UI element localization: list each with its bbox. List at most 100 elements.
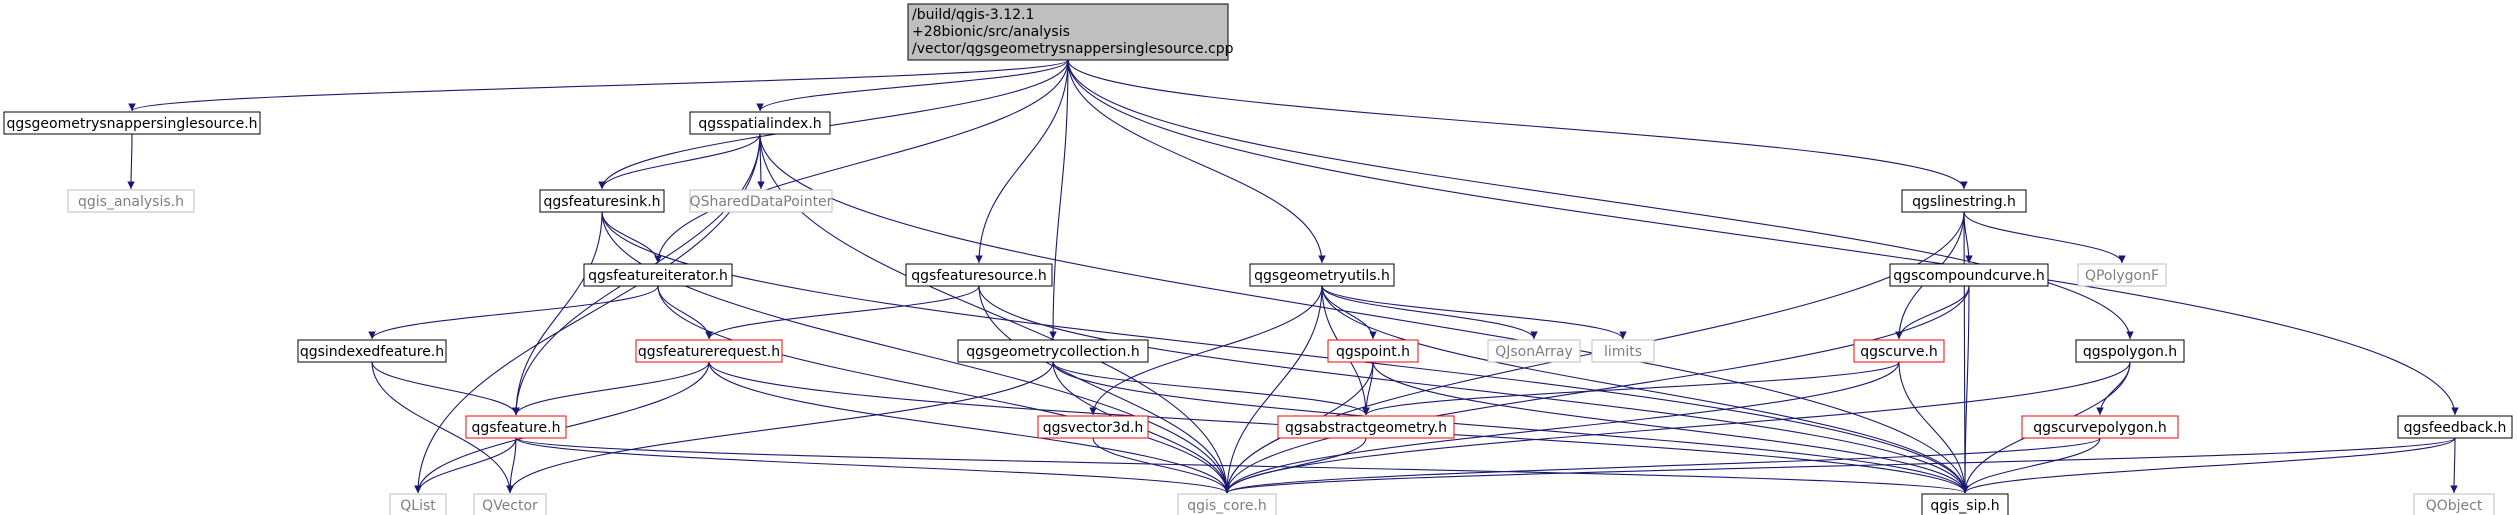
node-spatialindex[interactable]: qgsspatialindex.h (689, 111, 831, 135)
edge-featureiterator-to-featurerequest (657, 285, 713, 340)
node-label: qgscurve.h (1860, 344, 1938, 360)
edge-snapper_h-to-qgis_analysis (127, 133, 135, 190)
edge-compoundcurve-to-qgis_core (1223, 285, 1970, 494)
node-abstractgeometry[interactable]: qgsabstractgeometry.h (1277, 415, 1455, 439)
edge-qgspolygon-to-qgis_core (1223, 361, 2131, 494)
edge-spatialindex-to-qlist (414, 133, 761, 494)
node-label: qgsfeedback.h (2404, 420, 2507, 436)
edge-featuresource-to-qgis_core (978, 285, 1231, 494)
node-label: qgspoint.h (1336, 344, 1410, 360)
node-label: qgsspatialindex.h (698, 116, 821, 132)
node-box (1921, 493, 2009, 515)
node-limits: limits (1591, 339, 1655, 363)
edge-featuresource-to-featurerequest (705, 285, 980, 340)
node-featureiterator[interactable]: qgsfeatureiterator.h (583, 263, 733, 287)
edge-vector3d-to-qgis_core (1092, 437, 1231, 494)
edge-compoundcurve-to-qgscurve (1895, 285, 1970, 340)
node-box (2077, 263, 2167, 287)
edge-root-to-snapper_h (128, 59, 1069, 112)
root-file-label-line: /build/qgis-3.12.1 (912, 7, 1034, 23)
edge-featuresink-to-qgis_sip (601, 211, 1969, 494)
node-box (1037, 415, 1149, 439)
node-box (583, 263, 733, 287)
node-qgscurve[interactable]: qgscurve.h (1853, 339, 1945, 363)
node-indexedfeature[interactable]: qgsindexedfeature.h (297, 339, 447, 363)
edge-geometryutils-to-qgis_sip (1321, 285, 1969, 494)
node-label: QList (400, 498, 436, 514)
edge-featureiterator-to-qgis_core (657, 285, 1231, 494)
node-geometrycollection[interactable]: qgsgeometrycollection.h (957, 339, 1149, 363)
node-qgis_sip[interactable]: qgis_sip.h (1921, 493, 2009, 515)
node-featurerequest[interactable]: qgsfeaturerequest.h (635, 339, 783, 363)
node-feature[interactable]: qgsfeature.h (465, 415, 567, 439)
edge-linestring-to-qpolygonf (1963, 211, 2126, 264)
edge-feature-to-qgis_sip (515, 437, 1969, 494)
edge-curvepolygon-to-qgis_sip (1961, 437, 2101, 494)
edge-linestring-to-compoundcurve (1963, 211, 1973, 264)
node-box (1327, 339, 1419, 363)
edge-indexedfeature-to-feature (371, 361, 520, 416)
node-box (3, 111, 261, 135)
edge-feature-to-qlist (414, 437, 517, 494)
node-qlist: QList (389, 493, 447, 515)
node-label: qgscompoundcurve.h (1893, 268, 2045, 284)
node-qgis_core: qgis_core.h (1177, 493, 1277, 515)
node-box (1487, 339, 1581, 363)
node-box (473, 493, 547, 515)
node-geometryutils[interactable]: qgsgeometryutils.h (1249, 263, 1395, 287)
node-featuresink[interactable]: qgsfeaturesink.h (539, 189, 665, 213)
node-box (2075, 339, 2185, 363)
node-label: qgsfeature.h (472, 420, 561, 436)
node-label: qgsfeaturesink.h (543, 194, 660, 210)
edge-spatialindex-to-qgis_sip (759, 133, 1969, 494)
node-linestring[interactable]: qgslinestring.h (1901, 189, 2027, 213)
node-box (689, 189, 833, 213)
node-qgspoint[interactable]: qgspoint.h (1327, 339, 1419, 363)
node-qjsonarray: QJsonArray (1487, 339, 1581, 363)
node-qvector: QVector (473, 493, 547, 515)
node-curvepolygon[interactable]: qgscurvepolygon.h (2021, 415, 2179, 439)
edge-feature-to-qvector (506, 437, 517, 494)
node-label: QJsonArray (1495, 344, 1573, 360)
node-snapper_h[interactable]: qgsgeometrysnappersinglesource.h (3, 111, 261, 135)
node-label: qgsfeaturerequest.h (638, 344, 780, 360)
node-box (1889, 263, 2049, 287)
node-box (2397, 415, 2513, 439)
node-label: qgsgeometrysnappersinglesource.h (6, 116, 257, 132)
edge-geometryutils-to-limits (1321, 285, 1627, 340)
edge-root-to-featuresource (975, 59, 1069, 264)
node-qobject: QObject (2413, 493, 2495, 515)
node-label: qgsindexedfeature.h (300, 344, 444, 360)
node-box (2021, 415, 2179, 439)
edge-qgscurve-to-qgis_core (1223, 361, 1900, 494)
node-box (905, 263, 1053, 287)
root-file-box (907, 3, 1229, 61)
node-label: limits (1604, 344, 1642, 360)
node-compoundcurve[interactable]: qgscompoundcurve.h (1889, 263, 2049, 287)
node-qpolygonf: QPolygonF (2077, 263, 2167, 287)
edge-feature-to-qgis_core (515, 437, 1231, 494)
edge-qgspoint-to-qgis_sip (1372, 361, 1969, 494)
node-featuresource[interactable]: qgsfeaturesource.h (905, 263, 1053, 287)
edge-featuresink-to-qgis_core (601, 211, 1231, 494)
node-feedback[interactable]: qgsfeedback.h (2397, 415, 2513, 439)
node-box (689, 111, 831, 135)
edge-root-to-geometrycollection (1049, 59, 1069, 340)
node-label: qgscurvepolygon.h (2033, 420, 2167, 436)
node-box (1277, 415, 1455, 439)
edge-geometryutils-to-vector3d (1089, 285, 1323, 416)
node-box (1177, 493, 1277, 515)
node-vector3d[interactable]: qgsvector3d.h (1037, 415, 1149, 439)
node-layer: /build/qgis-3.12.1+28bionic/src/analysis… (3, 3, 2513, 515)
edge-featuresink-to-feature (512, 211, 603, 416)
edge-root-to-linestring (1067, 59, 1968, 190)
node-box (1901, 189, 2027, 213)
node-label: qgis_core.h (1187, 498, 1267, 514)
node-qgspolygon[interactable]: qgspolygon.h (2075, 339, 2185, 363)
node-label: qgsgeometryutils.h (1254, 268, 1390, 284)
edge-qgspolygon-to-curvepolygon (2096, 361, 2131, 416)
node-label: qgsfeatureiterator.h (588, 268, 728, 284)
edge-qgscurve-to-abstractgeometry (1362, 361, 1900, 416)
edge-root-to-spatialindex (756, 59, 1069, 112)
